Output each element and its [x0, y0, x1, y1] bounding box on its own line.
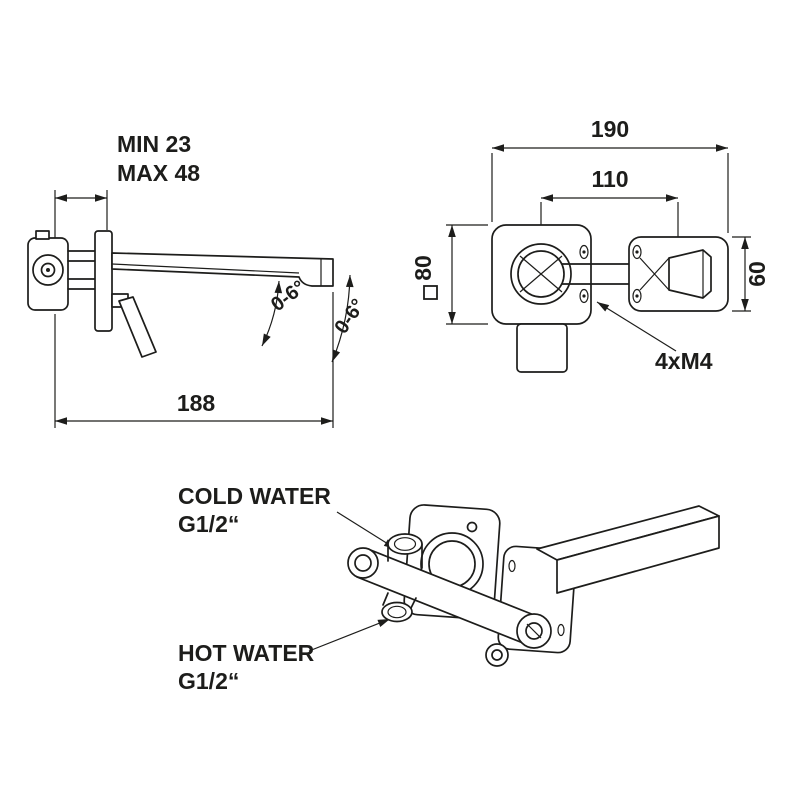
cold-water-port [387, 533, 423, 569]
cold-water-size-label: G1/2“ [178, 511, 239, 537]
lever-arm [118, 296, 157, 358]
leader-line [596, 301, 677, 352]
port-thread [387, 605, 407, 619]
valve-slot [526, 623, 542, 639]
wall-plate-side [94, 230, 113, 332]
spout-hub-lines [639, 257, 670, 291]
spout-angle-annotation: 0-6° 0-6° [261, 274, 370, 363]
side-view: MIN 23 MAX 48 [27, 131, 370, 428]
cold-water-leader [336, 511, 397, 550]
centers-distance-label: 110 [591, 166, 628, 192]
screw-dot [582, 250, 586, 254]
cold-water-label: COLD WATER [178, 483, 331, 509]
plate-screw [466, 521, 478, 533]
lever-handle-side [111, 293, 157, 358]
screw-dot [635, 294, 639, 298]
screw-slot [508, 559, 516, 573]
screw-dot [635, 250, 639, 254]
plate-size-dimension: 80 [410, 224, 488, 325]
screw-dot [582, 294, 586, 298]
hot-water-label: HOT WATER [178, 640, 315, 666]
hot-water-leader [308, 618, 391, 652]
port-opening [381, 601, 413, 623]
port-opening [387, 533, 423, 555]
connection-stubs [67, 250, 96, 290]
front-view: 190 110 [410, 116, 770, 374]
spout-cone [668, 249, 712, 299]
screw-slot [579, 288, 589, 304]
angle-label-outer: 0-6° [330, 295, 369, 338]
port-thread [393, 537, 417, 551]
spout-inner-line [111, 263, 300, 274]
pipe-front-lines [561, 263, 641, 285]
depth-max-label: MAX 48 [117, 160, 200, 186]
concealed-valve-body [27, 230, 96, 311]
screws-label: 4xM4 [655, 348, 713, 374]
angle-arc-outer [331, 274, 354, 363]
screw-slot [632, 244, 642, 260]
screws-callout: 4xM4 [596, 301, 713, 374]
angle-arc-inner [261, 280, 283, 347]
length-dimension: 188 [54, 292, 334, 428]
depth-dimension [54, 190, 108, 238]
square-symbol [423, 285, 438, 300]
installation-view: COLD WATER G1/2“ HOT WATER G1/2“ [178, 483, 720, 694]
plate-size-label: 80 [410, 255, 436, 281]
handle-hub-lines [519, 255, 563, 293]
hot-water-port [381, 592, 417, 623]
depth-min-label: MIN 23 [117, 131, 191, 157]
screw-slot [632, 288, 642, 304]
spout-plate-height-dimension: 60 [732, 236, 770, 312]
valve-detail [35, 230, 50, 240]
overall-width-dimension: 190 [491, 116, 729, 233]
screw-slot [579, 244, 589, 260]
spout-front-face [556, 515, 720, 594]
rough-in-body [347, 504, 720, 667]
handle-plate-front [491, 224, 592, 373]
spout-plate-height-label: 60 [744, 261, 770, 287]
spout-side [111, 252, 334, 287]
length-label: 188 [177, 390, 216, 416]
manifold-end-cap-inner [354, 554, 372, 572]
overall-width-label: 190 [591, 116, 629, 142]
lever-front [516, 323, 568, 373]
spout-plate-front [628, 236, 729, 312]
hot-water-size-label: G1/2“ [178, 668, 239, 694]
screw-slot [557, 623, 565, 637]
port-sides [382, 592, 417, 609]
bottom-cap-inner [491, 649, 503, 661]
cartridge-center [46, 268, 50, 272]
